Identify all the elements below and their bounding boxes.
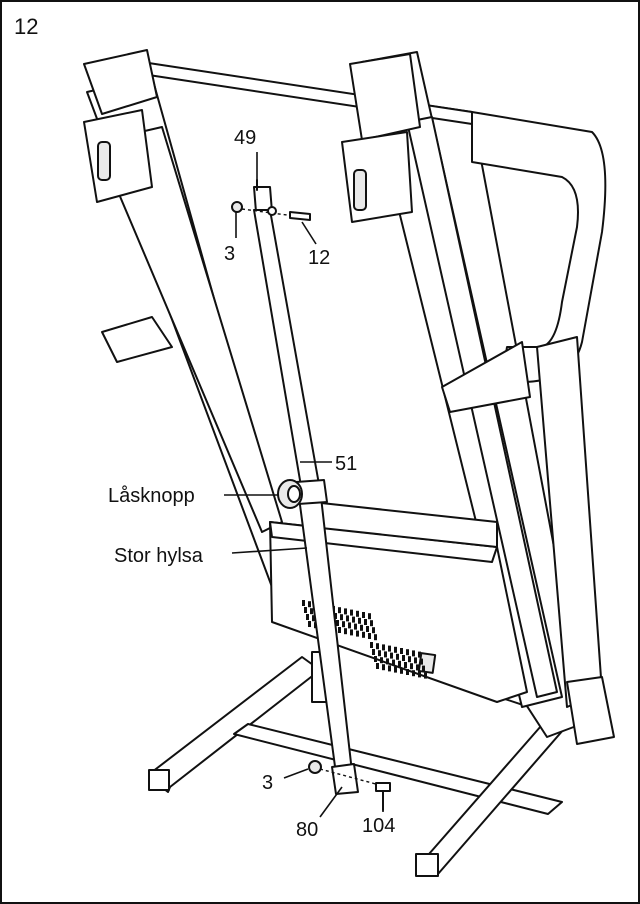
vent-slot xyxy=(368,613,371,620)
handrail xyxy=(101,111,615,745)
callout-49: 49 xyxy=(234,127,256,149)
callout-104: 104 xyxy=(362,815,395,837)
vent-slot xyxy=(380,657,383,664)
step-number: 12 xyxy=(14,14,39,39)
vent-slot xyxy=(334,613,337,619)
vent-slot xyxy=(394,666,397,673)
leader-lines xyxy=(224,152,384,818)
vent-slot xyxy=(388,645,391,652)
lock-knob xyxy=(277,479,303,509)
vent-slot xyxy=(348,622,351,629)
vent-slot xyxy=(370,642,373,648)
vent-slot xyxy=(358,617,361,624)
callout-large-sleeve: Stor hylsa xyxy=(114,545,204,567)
vent-slot xyxy=(354,623,357,630)
callout-3-bottom: 3 xyxy=(262,772,273,794)
vent-slot xyxy=(350,629,353,636)
vent-slot xyxy=(370,620,373,627)
vent-slot xyxy=(346,615,349,622)
vent-slot xyxy=(382,644,385,651)
vent-slot xyxy=(366,626,369,632)
vent-slot xyxy=(394,646,397,653)
vent-slot xyxy=(422,665,425,672)
vent-slot xyxy=(382,664,385,671)
vent-slot xyxy=(418,671,421,678)
vent-slot xyxy=(340,614,343,621)
vent-slot xyxy=(390,652,393,659)
vent-slot xyxy=(376,663,379,669)
vent-slot xyxy=(412,670,415,677)
vent-slot xyxy=(338,607,341,614)
vent-slot xyxy=(400,667,403,674)
callout-80: 80 xyxy=(296,819,318,841)
vent-slot xyxy=(308,621,311,627)
vent-slot xyxy=(402,655,405,661)
vent-slot xyxy=(338,627,341,633)
vent-slot xyxy=(360,624,363,631)
vent-slot xyxy=(412,650,415,657)
motor-hood xyxy=(269,501,528,703)
callout-lock-knob: Låsknopp xyxy=(108,485,195,507)
vent-slot xyxy=(356,630,359,637)
vent-slot xyxy=(418,651,421,658)
callout-3-top: 3 xyxy=(224,243,235,265)
end-caps xyxy=(83,49,421,223)
vent-slot xyxy=(364,619,367,625)
vent-slot xyxy=(302,600,305,606)
vent-slot xyxy=(398,660,401,667)
vent-slot xyxy=(378,650,381,657)
vent-slot xyxy=(414,657,417,664)
vent-slot xyxy=(304,607,307,613)
vent-slot xyxy=(416,664,419,671)
vent-slot xyxy=(368,633,371,639)
vent-slot xyxy=(372,649,375,655)
vent-slot xyxy=(352,616,355,623)
vent-slot xyxy=(404,662,407,668)
vent-slot xyxy=(362,612,365,618)
vent-slot xyxy=(420,658,423,665)
vent-slot xyxy=(306,614,309,620)
top-fasteners xyxy=(231,201,311,221)
vent-slot xyxy=(408,656,411,663)
vent-slot xyxy=(376,643,379,650)
bottom-fasteners xyxy=(308,760,391,811)
vent-slot xyxy=(336,620,339,626)
vent-slot xyxy=(400,648,403,654)
vent-slot xyxy=(372,627,375,634)
vent-slot xyxy=(386,658,389,665)
vent-slot xyxy=(406,649,409,656)
part-51-tube xyxy=(253,209,359,795)
vent-slot xyxy=(344,628,347,635)
vent-slot xyxy=(350,609,353,616)
vent-slot xyxy=(356,610,359,617)
vent-slot xyxy=(384,651,387,658)
vent-slot xyxy=(362,631,365,638)
vent-slot xyxy=(424,672,427,679)
vent-slot xyxy=(410,663,413,670)
callout-12: 12 xyxy=(308,247,330,269)
vent-slot xyxy=(392,659,395,666)
vent-slot xyxy=(308,601,311,608)
callout-51: 51 xyxy=(335,453,357,475)
vent-slot xyxy=(342,621,345,628)
vent-slot xyxy=(374,634,377,641)
vent-slot xyxy=(310,608,313,615)
vent-slot xyxy=(312,615,315,622)
vent-slot xyxy=(388,665,391,672)
vent-slot xyxy=(396,653,399,660)
vent-slot xyxy=(406,669,409,675)
vent-slot xyxy=(344,608,347,615)
vent-slot xyxy=(374,656,377,662)
